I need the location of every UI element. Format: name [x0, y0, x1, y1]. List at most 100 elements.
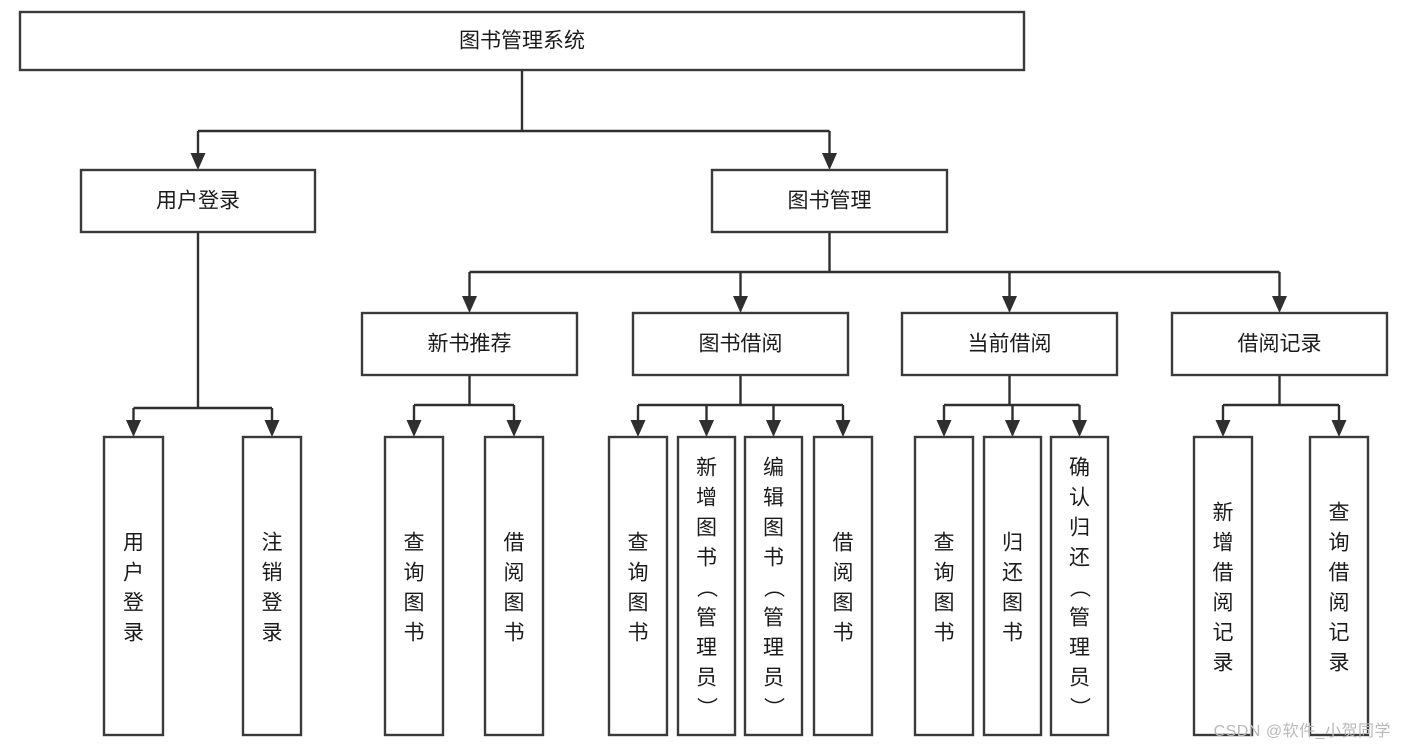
node-label-char: 图: [1002, 591, 1023, 614]
node-label-char: 用: [123, 531, 144, 554]
node-label-char: 录: [262, 621, 283, 644]
node-n2d[interactable]: 借阅记录: [1170, 311, 1389, 377]
node-label-char: 登: [262, 591, 283, 614]
node-label-char: 阅: [1213, 591, 1234, 614]
node-label: 图书借阅: [699, 333, 783, 356]
node-rect[interactable]: [676, 435, 737, 737]
node-rect[interactable]: [1192, 435, 1254, 737]
node-label-char: 查: [934, 531, 955, 554]
node-n2[interactable]: 图书管理: [710, 168, 949, 234]
arrow-head: [835, 420, 851, 437]
node-label-char: 查: [1329, 501, 1350, 524]
node-label-char: （: [695, 577, 718, 598]
node-label-char: 图: [696, 516, 717, 539]
node-label-char: 认: [1069, 486, 1090, 509]
node-label-char: 记: [1329, 621, 1350, 644]
node-rect[interactable]: [360, 311, 579, 377]
arrow-head: [462, 296, 477, 313]
arrow-head: [936, 420, 952, 437]
node-label-char: 注: [262, 531, 283, 554]
node-rect[interactable]: [743, 435, 804, 737]
node-n1a[interactable]: 用户登录: [102, 435, 165, 737]
node-label-char: 图: [934, 591, 955, 614]
node-rect[interactable]: [900, 311, 1119, 377]
node-n2a[interactable]: 新书推荐: [360, 311, 579, 377]
node-label-char: 销: [262, 561, 283, 584]
node-rect[interactable]: [982, 435, 1043, 737]
node-label-char: 员: [1069, 666, 1090, 689]
node-label-char: 录: [1213, 651, 1234, 674]
connector-group: [406, 375, 522, 437]
node-label: 新书推荐: [428, 333, 512, 356]
node-label: 用户登录: [156, 190, 240, 213]
node-label-char: 登: [123, 591, 144, 614]
node-rect[interactable]: [483, 435, 545, 737]
node-label: 借阅记录: [1238, 333, 1322, 356]
node-label-char: 阅: [833, 561, 854, 584]
connector-layer: [126, 70, 1347, 437]
connector-group: [936, 375, 1087, 437]
arrow-head: [190, 153, 206, 170]
node-label: 图书管理: [788, 190, 872, 213]
arrow-head: [406, 420, 422, 437]
node-label-char: 管: [1069, 606, 1090, 629]
node-label-char: 归: [1069, 516, 1090, 539]
arrow-head: [126, 420, 141, 437]
node-rect[interactable]: [1049, 435, 1110, 737]
node-label-char: 书: [628, 621, 649, 644]
node-label-char: 图: [504, 591, 525, 614]
node-label-char: 书: [504, 621, 525, 644]
node-label-char: 书: [833, 621, 854, 644]
node-rect[interactable]: [607, 435, 669, 737]
node-label-char: 管: [763, 606, 784, 629]
node-label-char: 询: [934, 561, 955, 584]
node-rect[interactable]: [102, 435, 165, 737]
arrow-head: [1072, 420, 1087, 437]
node-rect[interactable]: [631, 311, 850, 377]
node-label-char: 理: [763, 636, 784, 659]
node-label-char: 书: [1002, 621, 1023, 644]
node-rect[interactable]: [79, 168, 317, 234]
node-label-char: 借: [1213, 561, 1234, 584]
node-label-char: ）: [1068, 697, 1091, 718]
node-n1[interactable]: 用户登录: [79, 168, 317, 234]
node-n2c[interactable]: 当前借阅: [900, 311, 1119, 377]
node-rect[interactable]: [710, 168, 949, 234]
node-label-char: 新: [696, 456, 717, 479]
node-rect[interactable]: [812, 435, 874, 737]
node-rect[interactable]: [241, 435, 303, 737]
node-rect[interactable]: [1170, 311, 1389, 377]
node-rect[interactable]: [913, 435, 975, 737]
arrow-head: [506, 420, 522, 437]
arrow-head: [1005, 420, 1020, 437]
node-label-char: （: [1068, 577, 1091, 598]
node-label-char: 阅: [1329, 591, 1350, 614]
node-rect[interactable]: [383, 435, 445, 737]
node-label-char: 书: [696, 546, 717, 569]
node-label-char: 借: [833, 531, 854, 554]
node-n2b[interactable]: 图书借阅: [631, 311, 850, 377]
node-label-char: 归: [1002, 531, 1023, 554]
node-label-char: 录: [1329, 651, 1350, 674]
node-rect[interactable]: [18, 10, 1026, 72]
node-label-char: 户: [123, 561, 144, 584]
arrow-head: [733, 296, 748, 313]
csdn-watermark: CSDN @软件_小贺同学: [1213, 723, 1391, 740]
node-rect[interactable]: [1308, 435, 1370, 737]
node-label-char: 理: [1069, 636, 1090, 659]
node-root[interactable]: 图书管理系统: [18, 10, 1026, 72]
